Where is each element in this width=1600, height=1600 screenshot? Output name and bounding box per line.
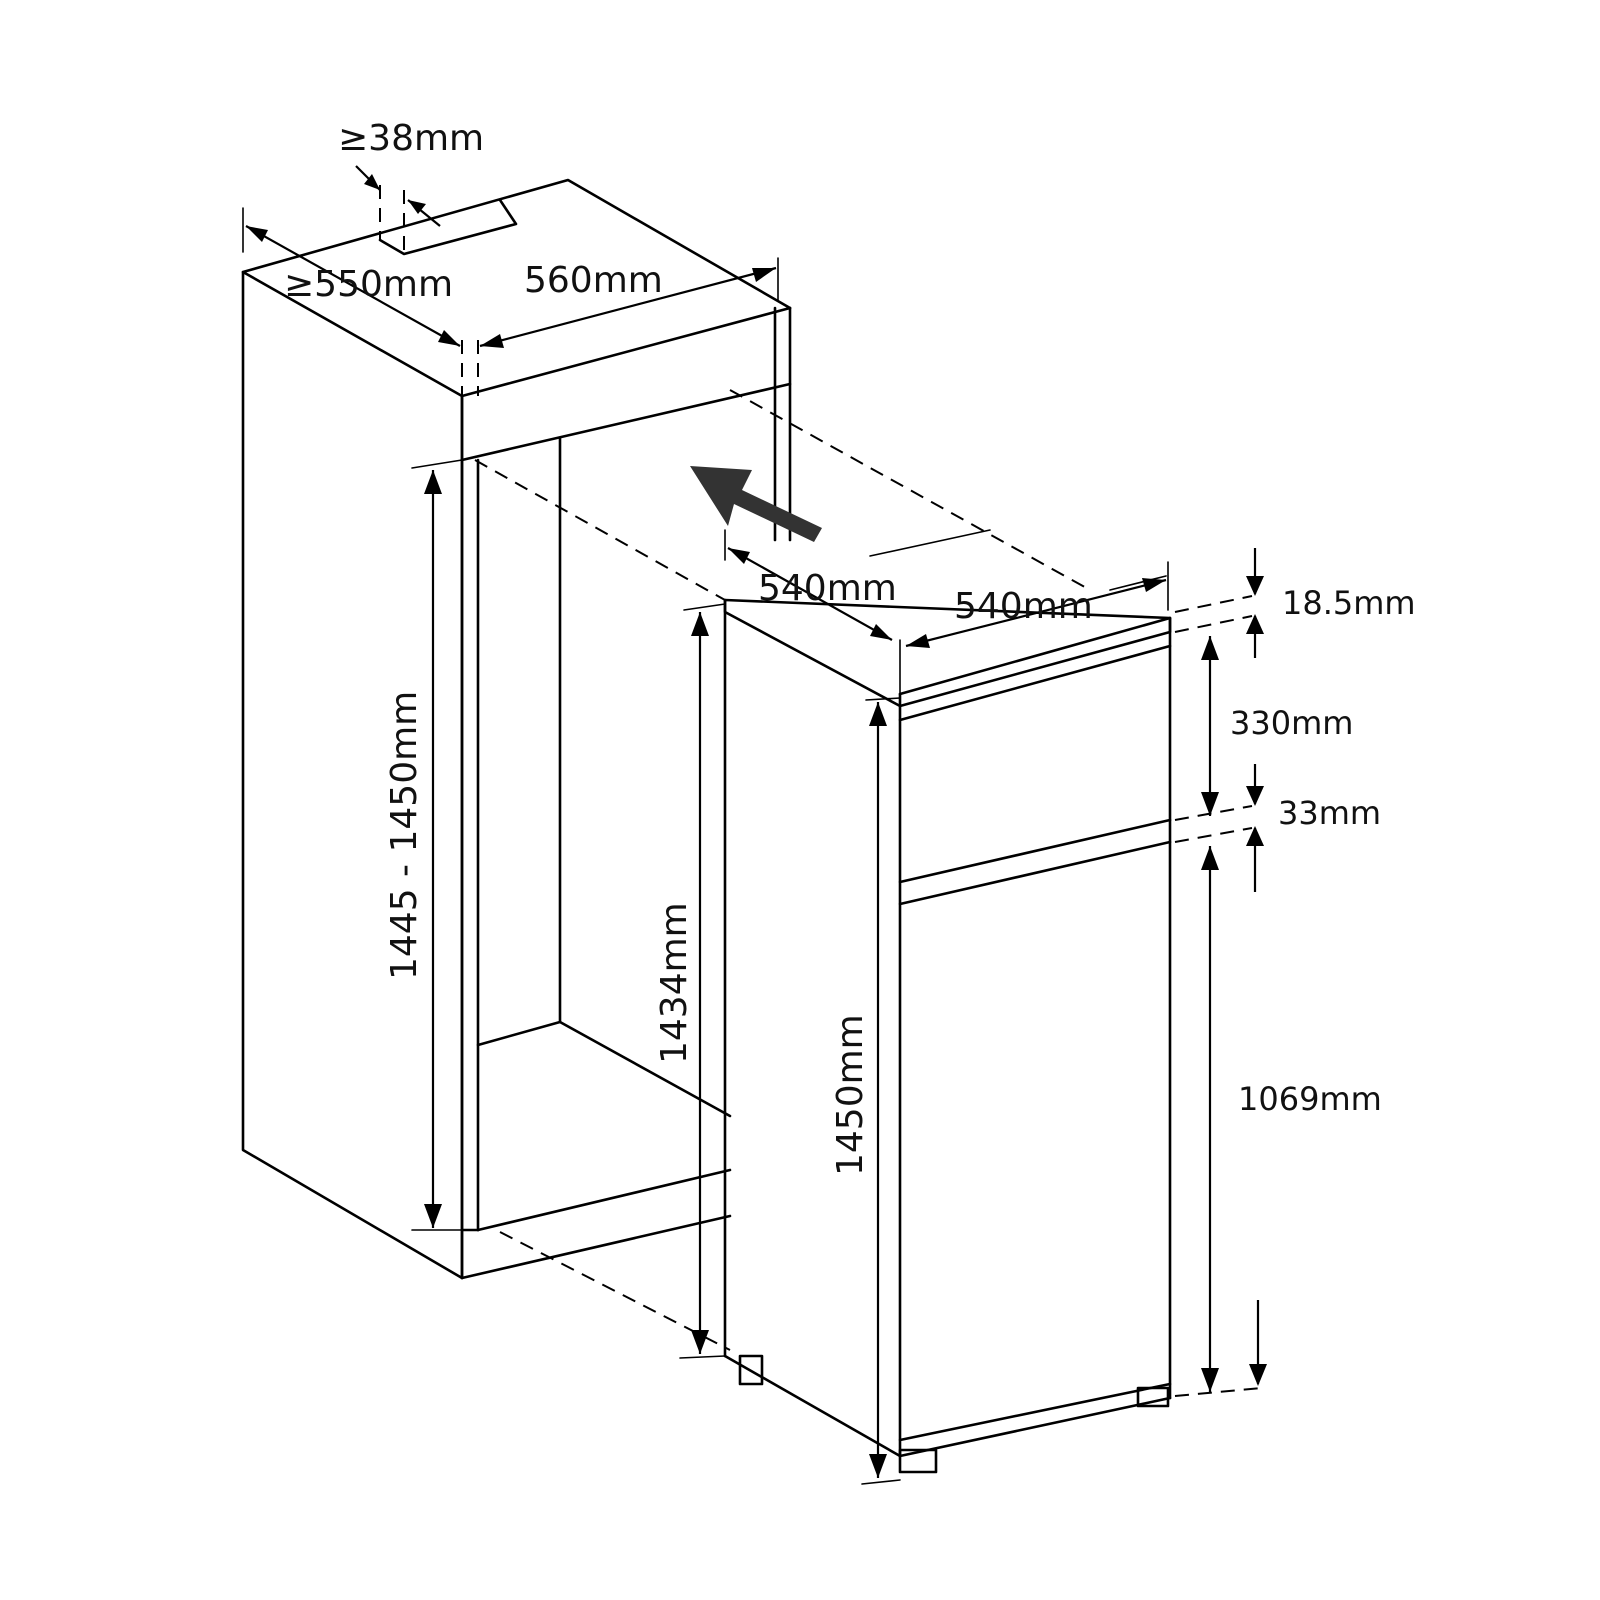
- appliance-foot: [898, 1448, 938, 1474]
- label-appliance-width: 540mm: [954, 586, 1093, 627]
- niche-top-front-edge: [460, 306, 792, 398]
- appliance: [723, 598, 1172, 1474]
- label-appliance-height: 1450mm: [830, 1014, 871, 1176]
- label-upper-door: 330mm: [1230, 704, 1353, 742]
- appliance-foot: [738, 1354, 764, 1386]
- appliance-top: [723, 598, 1172, 708]
- appliance-foot: [1136, 1386, 1170, 1408]
- label-niche-top-clearance: ≥38mm: [338, 118, 484, 159]
- label-middle-gap: 33mm: [1278, 794, 1381, 832]
- insert-arrow-icon: [690, 466, 822, 542]
- label-appliance-depth: 540mm: [758, 568, 897, 609]
- label-top-gap: 18.5mm: [1282, 584, 1416, 622]
- niche-cabinet: [241, 178, 1091, 1351]
- label-lower-door: 1069mm: [1238, 1080, 1382, 1118]
- label-niche-height: 1445 - 1450mm: [384, 691, 425, 980]
- label-lower-door-height: 1434mm: [654, 902, 695, 1064]
- niche-top-back-edge: [241, 178, 792, 310]
- niche-left-panel: [241, 270, 464, 1280]
- label-niche-depth: ≥550mm: [284, 264, 453, 305]
- dimension-lines: [242, 165, 1267, 1485]
- label-niche-width: 560mm: [524, 260, 663, 301]
